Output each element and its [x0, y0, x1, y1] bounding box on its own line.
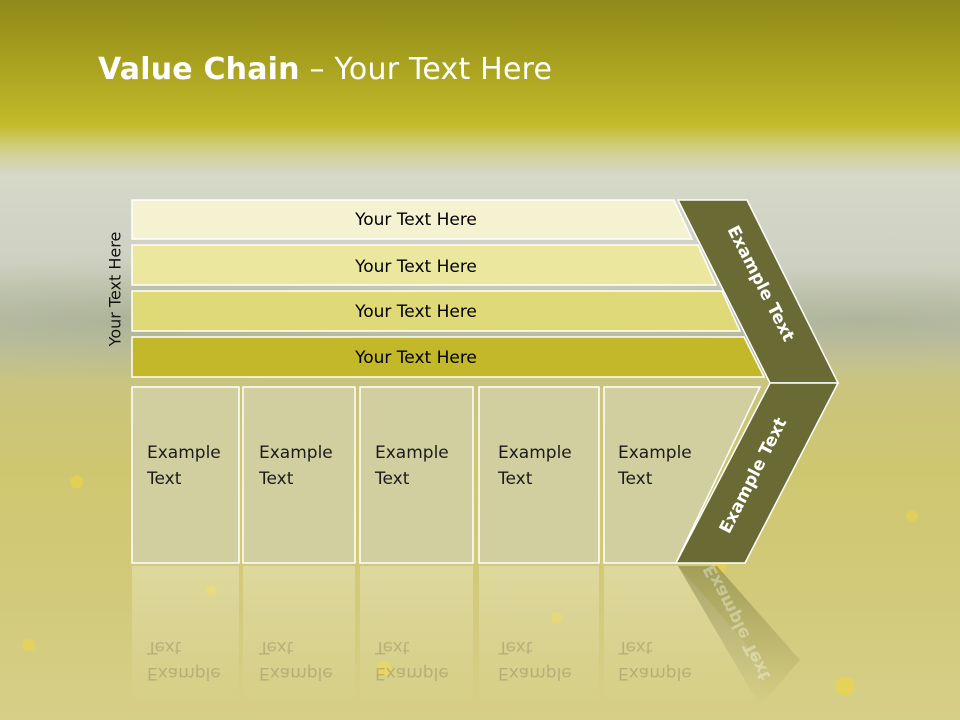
- cell-box-2[interactable]: [242, 386, 356, 564]
- cell-text-line2: Text: [375, 469, 410, 489]
- reflection-line1: Example: [618, 663, 692, 683]
- cell-text-line1: Example: [498, 443, 572, 463]
- row-bar-4[interactable]: [131, 336, 766, 378]
- chevron-reflection: [678, 566, 800, 706]
- chevron-lower[interactable]: [674, 382, 840, 564]
- reflection-line2: Text: [147, 637, 182, 657]
- cell-box-3[interactable]: [359, 386, 474, 564]
- slide-title-bold: Value Chain: [98, 52, 300, 87]
- cell-text-reflection: Example Text: [147, 634, 221, 686]
- cell-text-line2: Text: [147, 469, 182, 489]
- reflection-line1: Example: [498, 663, 572, 683]
- cell-text-3: Example Text: [375, 440, 449, 492]
- cell-reflection: [360, 566, 473, 706]
- cell-reflection: [479, 566, 599, 706]
- cell-text-line2: Text: [618, 469, 653, 489]
- cell-text-reflection: Example Text: [618, 634, 692, 686]
- reflection-line2: Text: [259, 637, 294, 657]
- slide-title: Value Chain – Your Text Here: [98, 52, 552, 87]
- cell-text-2: Example Text: [259, 440, 333, 492]
- row-label-4: Your Text Here: [354, 348, 477, 368]
- row-bar-3[interactable]: [131, 290, 742, 332]
- row-bar-1[interactable]: [131, 199, 694, 240]
- reflection-line1: Example: [375, 663, 449, 683]
- row-label-3: Your Text Here: [354, 302, 477, 322]
- cell-text-line1: Example: [618, 443, 692, 463]
- reflection-line2: Text: [618, 637, 653, 657]
- row-label-1: Your Text Here: [354, 210, 477, 230]
- cell-reflection: [132, 566, 239, 706]
- cell-text-1: Example Text: [147, 440, 221, 492]
- reflection-line1: Example: [259, 663, 333, 683]
- cell-text-line2: Text: [259, 469, 294, 489]
- row-label-2: Your Text Here: [354, 257, 477, 277]
- slide-title-rest: – Your Text Here: [299, 52, 553, 87]
- cell-boxes: [131, 386, 762, 564]
- cell-text-line1: Example: [259, 443, 333, 463]
- cell-text-reflection: Example Text: [498, 634, 572, 686]
- cell-reflection: [243, 566, 355, 706]
- cell-text-line2: Text: [498, 469, 533, 489]
- cell-text-line1: Example: [375, 443, 449, 463]
- cell-text-line1: Example: [147, 443, 221, 463]
- reflection-line1: Example: [147, 663, 221, 683]
- cell-box-4[interactable]: [478, 386, 600, 564]
- cell-text-reflection: Example Text: [259, 634, 333, 686]
- cell-text-4: Example Text: [498, 440, 572, 492]
- cell-reflection: [604, 566, 760, 706]
- row-bars: [131, 199, 766, 378]
- cell-text-5: Example Text: [618, 440, 692, 492]
- diagram-reflection: [132, 566, 800, 706]
- reflection-line2: Text: [498, 637, 533, 657]
- cell-text-reflection: Example Text: [375, 634, 449, 686]
- reflection-line2: Text: [375, 637, 410, 657]
- row-bar-2[interactable]: [131, 244, 718, 286]
- cell-box-1[interactable]: [131, 386, 240, 564]
